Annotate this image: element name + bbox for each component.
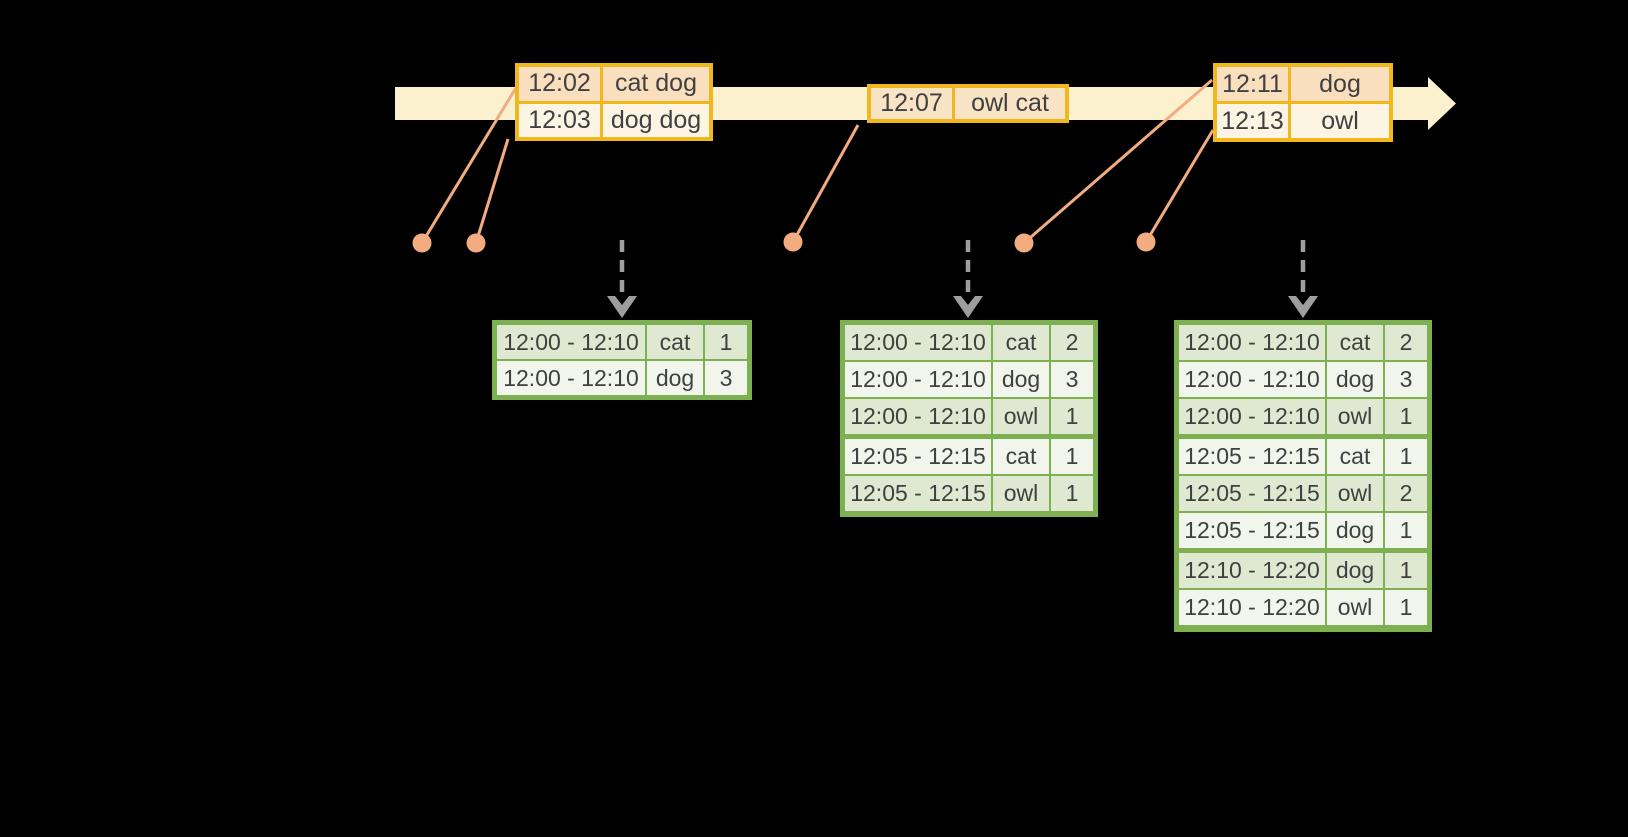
event-box-1: 12:02 cat dog 12:03 dog dog xyxy=(515,63,713,141)
result-table-2: 12:00 - 12:10 cat 2 12:00 - 12:10 dog 3 … xyxy=(840,320,1098,517)
window-cell: 12:05 - 12:15 xyxy=(1179,513,1325,548)
event-dot xyxy=(1014,233,1034,253)
table-row: 12:00 - 12:10 cat 1 xyxy=(497,325,747,359)
window-cell: 12:05 - 12:15 xyxy=(1179,476,1325,511)
count-cell: 3 xyxy=(1051,362,1093,397)
event-box-2: 12:07 owl cat xyxy=(867,84,1069,123)
count-cell: 2 xyxy=(1385,325,1427,360)
word-cell: owl xyxy=(1327,590,1383,625)
table-row: 12:05 - 12:15 owl 1 xyxy=(845,476,1093,511)
event-dot xyxy=(783,232,803,252)
count-cell: 1 xyxy=(1385,399,1427,434)
table-row: 12:00 - 12:10 dog 3 xyxy=(497,361,747,395)
event-time: 12:13 xyxy=(1217,104,1288,138)
trigger-arrowhead-icon xyxy=(1288,296,1318,318)
count-cell: 1 xyxy=(1051,439,1093,474)
table-row: 12:00 - 12:10 dog 3 xyxy=(845,362,1093,397)
count-cell: 1 xyxy=(1051,399,1093,434)
table-row: 12:00 - 12:10 cat 2 xyxy=(845,325,1093,360)
table-row: 12:10 - 12:20 dog 1 xyxy=(1179,553,1427,588)
event-box-3: 12:11 dog 12:13 owl xyxy=(1213,63,1393,142)
window-cell: 12:05 - 12:15 xyxy=(1179,439,1325,474)
trigger-arrows xyxy=(607,240,1318,318)
count-cell: 2 xyxy=(1385,476,1427,511)
word-cell: dog xyxy=(1327,553,1383,588)
trigger-arrowhead-icon xyxy=(607,296,637,318)
count-cell: 3 xyxy=(1385,362,1427,397)
word-cell: owl xyxy=(993,399,1049,434)
timeline-arrowhead-icon xyxy=(1428,77,1456,130)
event-time: 12:07 xyxy=(871,88,952,119)
word-cell: owl xyxy=(1327,399,1383,434)
window-cell: 12:00 - 12:10 xyxy=(1179,362,1325,397)
event-connector-line xyxy=(420,85,519,244)
event-words: owl cat xyxy=(955,88,1065,119)
window-cell: 12:00 - 12:10 xyxy=(1179,399,1325,434)
window-cell: 12:10 - 12:20 xyxy=(1179,590,1325,625)
word-cell: cat xyxy=(647,325,703,359)
event-connector-line xyxy=(1144,129,1215,243)
word-cell: dog xyxy=(1327,513,1383,548)
count-cell: 1 xyxy=(1385,553,1427,588)
window-cell: 12:05 - 12:15 xyxy=(845,476,991,511)
event-row: 12:07 owl cat xyxy=(871,88,1065,119)
table-row: 12:05 - 12:15 dog 1 xyxy=(1179,513,1427,548)
table-row: 12:10 - 12:20 owl 1 xyxy=(1179,590,1427,625)
word-cell: dog xyxy=(993,362,1049,397)
result-table-3: 12:00 - 12:10 cat 2 12:00 - 12:10 dog 3 … xyxy=(1174,320,1432,632)
word-cell: cat xyxy=(1327,439,1383,474)
event-words: dog xyxy=(1291,67,1389,101)
event-words: cat dog xyxy=(603,67,709,101)
event-dot xyxy=(1136,232,1156,252)
event-connector-line xyxy=(791,124,860,243)
event-row: 12:11 dog xyxy=(1217,67,1389,101)
count-cell: 3 xyxy=(705,361,747,395)
window-cell: 12:10 - 12:20 xyxy=(1179,553,1325,588)
table-row: 12:00 - 12:10 owl 1 xyxy=(1179,399,1427,434)
window-cell: 12:00 - 12:10 xyxy=(845,325,991,360)
table-row: 12:00 - 12:10 dog 3 xyxy=(1179,362,1427,397)
event-words: owl xyxy=(1291,104,1389,138)
count-cell: 1 xyxy=(1385,439,1427,474)
table-row: 12:05 - 12:15 owl 2 xyxy=(1179,476,1427,511)
table-row: 12:00 - 12:10 cat 2 xyxy=(1179,325,1427,360)
window-cell: 12:00 - 12:10 xyxy=(1179,325,1325,360)
count-cell: 2 xyxy=(1051,325,1093,360)
word-cell: owl xyxy=(993,476,1049,511)
event-connector-line xyxy=(1023,78,1213,245)
word-cell: dog xyxy=(1327,362,1383,397)
event-time: 12:11 xyxy=(1217,67,1288,101)
window-cell: 12:00 - 12:10 xyxy=(845,399,991,434)
event-connector-lines xyxy=(420,78,1215,245)
event-row: 12:03 dog dog xyxy=(519,103,709,137)
window-cell: 12:05 - 12:15 xyxy=(845,439,991,474)
event-time: 12:02 xyxy=(519,67,600,101)
word-cell: owl xyxy=(1327,476,1383,511)
word-cell: dog xyxy=(647,361,703,395)
word-cell: cat xyxy=(993,325,1049,360)
count-cell: 1 xyxy=(1051,476,1093,511)
event-time: 12:03 xyxy=(519,103,600,137)
event-row: 12:13 owl xyxy=(1217,104,1389,138)
word-cell: cat xyxy=(993,439,1049,474)
event-arrival-dots xyxy=(412,232,1156,253)
count-cell: 1 xyxy=(1385,590,1427,625)
trigger-arrowhead-icon xyxy=(953,296,983,318)
count-cell: 1 xyxy=(705,325,747,359)
window-cell: 12:00 - 12:10 xyxy=(497,361,645,395)
event-dot xyxy=(412,233,432,253)
table-row: 12:00 - 12:10 owl 1 xyxy=(845,399,1093,434)
word-cell: cat xyxy=(1327,325,1383,360)
count-cell: 1 xyxy=(1385,513,1427,548)
table-row: 12:05 - 12:15 cat 1 xyxy=(845,439,1093,474)
table-row: 12:05 - 12:15 cat 1 xyxy=(1179,439,1427,474)
window-cell: 12:00 - 12:10 xyxy=(497,325,645,359)
event-row: 12:02 cat dog xyxy=(519,67,709,101)
result-table-1: 12:00 - 12:10 cat 1 12:00 - 12:10 dog 3 xyxy=(492,320,752,400)
event-dot xyxy=(466,233,486,253)
window-cell: 12:00 - 12:10 xyxy=(845,362,991,397)
event-words: dog dog xyxy=(603,103,709,137)
event-connector-line xyxy=(474,138,510,244)
